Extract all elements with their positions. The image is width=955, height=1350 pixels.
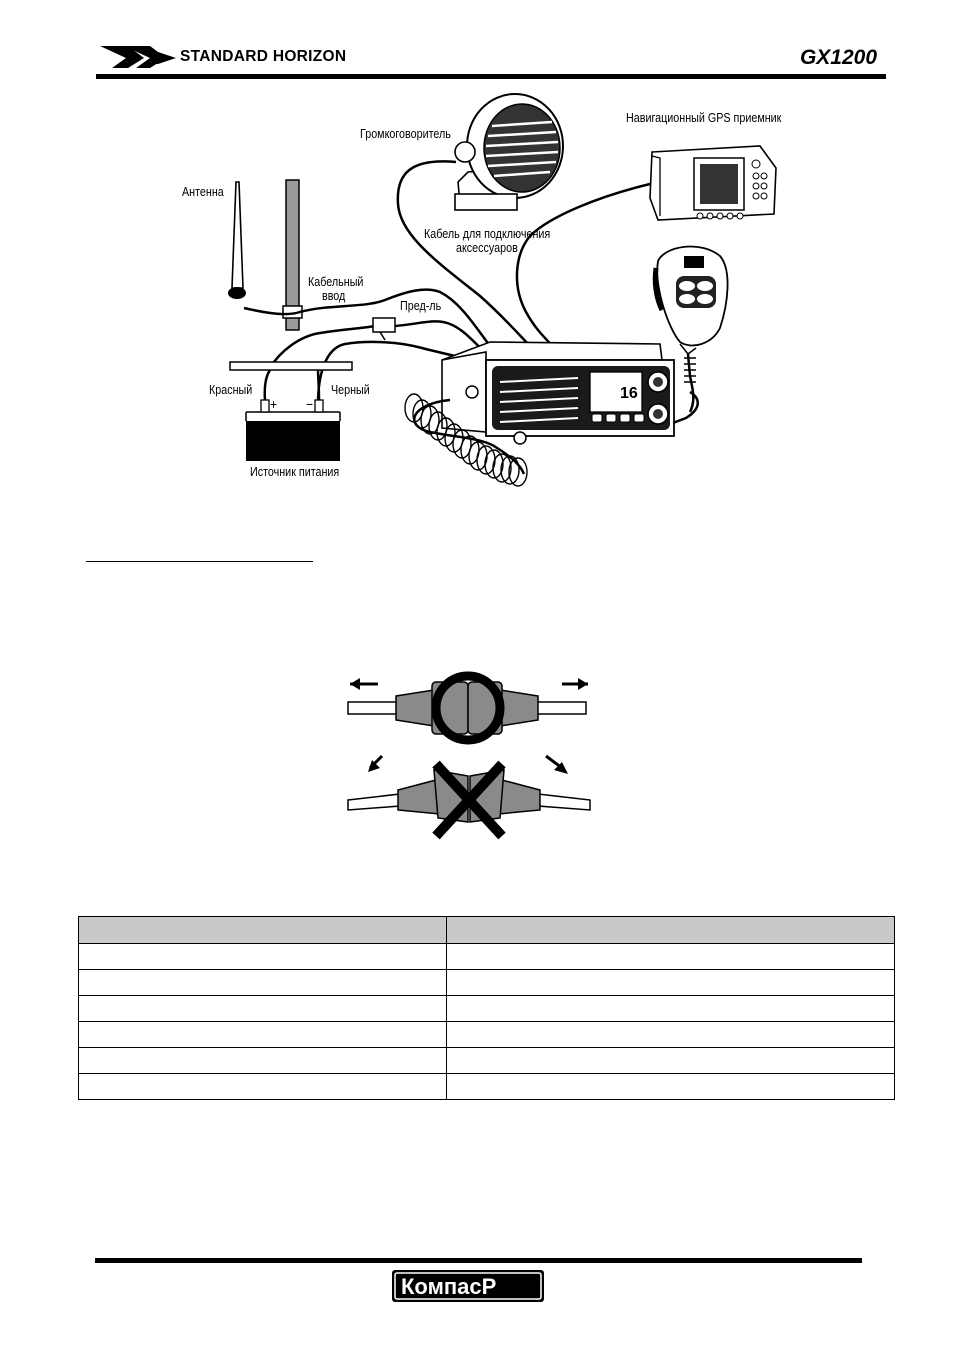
coiled-power-cord <box>413 398 526 475</box>
microphone-cable <box>686 353 695 413</box>
battery <box>246 421 340 461</box>
table-row <box>78 1073 895 1100</box>
label-black-wire: Черный <box>331 383 370 397</box>
label-power-source: Источник питания <box>250 465 340 479</box>
label-plus-terminal: + <box>270 396 278 412</box>
model-name: GX1200 <box>799 46 877 69</box>
battery-terminal-minus <box>314 399 324 413</box>
battery-terminal-plus <box>260 399 270 413</box>
table-cell <box>78 1073 447 1100</box>
loudspeaker-drawing <box>454 93 564 211</box>
table-cell <box>78 995 447 1022</box>
incorrect-cross-icon <box>432 760 506 840</box>
footer-rule <box>95 1258 862 1263</box>
table-header-cell <box>446 916 895 944</box>
cable-entry-pole <box>285 179 300 331</box>
label-speaker: Громкоговоритель <box>360 127 451 141</box>
label-accessory-cable-line1: Кабель для подключения <box>424 227 551 241</box>
kompas-logo-text: КомпасР <box>401 1274 496 1299</box>
table-header-row <box>78 916 895 944</box>
table-cell <box>78 969 447 996</box>
section-underline <box>86 561 313 562</box>
correct-circle-icon <box>431 671 505 745</box>
table-row <box>78 995 895 1022</box>
header-rule <box>96 74 886 79</box>
spec-table <box>78 916 895 1100</box>
table-cell <box>446 943 895 970</box>
label-minus-terminal: − <box>306 396 314 412</box>
table-row <box>78 1047 895 1074</box>
table-cell <box>78 1047 447 1074</box>
table-cell <box>78 1021 447 1048</box>
table-cell <box>446 995 895 1022</box>
connector-correct <box>347 671 588 745</box>
label-cable-entry-line1: Кабельный <box>308 275 364 289</box>
table-cell <box>78 943 447 970</box>
power-cable-fuse <box>268 324 376 369</box>
kompas-logo: КомпасР <box>392 1270 544 1302</box>
label-fuse: Пред-ль <box>400 299 442 313</box>
gps-receiver-drawing <box>649 145 777 221</box>
speaker-cable <box>396 160 533 349</box>
microphone-drawing <box>652 245 729 356</box>
standard-horizon-logo-icon <box>100 46 176 68</box>
connection-diagram: 16 Антенна Кабельный ввод Громкоговорите <box>160 86 800 506</box>
table-cell <box>446 1047 895 1074</box>
table-header-cell <box>78 916 447 944</box>
table-row <box>78 1021 895 1048</box>
table-cell <box>446 1021 895 1048</box>
label-gps-receiver: Навигационный GPS приемник <box>626 111 782 125</box>
table-cell <box>446 969 895 996</box>
label-antenna: Антенна <box>182 185 224 199</box>
table-cell <box>446 1073 895 1100</box>
table-row <box>78 969 895 996</box>
radio-channel-display: 16 <box>620 385 638 402</box>
antenna-whip <box>231 181 244 289</box>
connector-incorrect <box>347 754 591 840</box>
connector-correct-incorrect-diagram <box>347 671 591 840</box>
label-accessory-cable-line2: аксессуаров <box>456 241 518 255</box>
gps-cable <box>515 182 651 355</box>
arrow-down-left-icon <box>368 760 380 772</box>
battery-shelf <box>229 361 353 371</box>
table-row <box>78 943 895 970</box>
connection-diagram-drawing: 16 <box>228 93 777 487</box>
brand-name: STANDARD HORIZON <box>180 48 347 65</box>
radio-transceiver-drawing: 16 <box>441 341 675 445</box>
label-cable-entry-line2: ввод <box>322 289 346 303</box>
arrow-down-right-icon <box>554 762 568 774</box>
fuse-holder <box>372 317 396 333</box>
antenna-base <box>228 287 246 299</box>
antenna-cable <box>243 288 492 347</box>
label-red-wire: Красный <box>209 383 253 397</box>
